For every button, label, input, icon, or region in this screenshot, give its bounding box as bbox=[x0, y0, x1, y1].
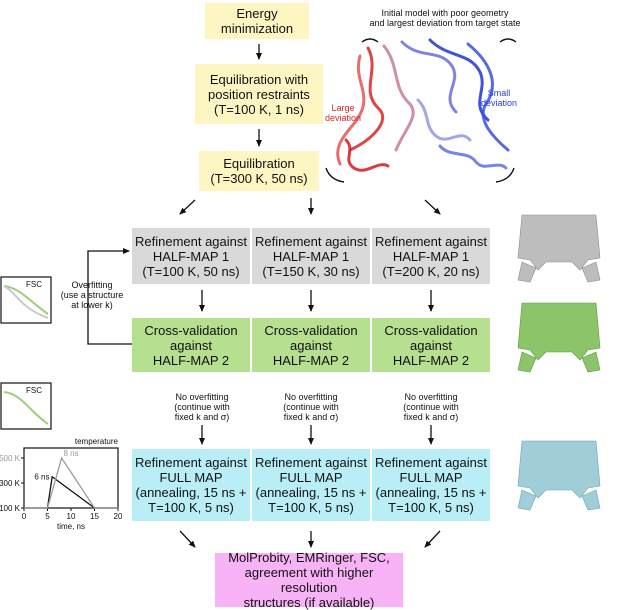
protein-ribbon bbox=[336, 38, 510, 172]
equilibration-box: Equilibration (T=300 K, 50 ns) bbox=[199, 151, 319, 191]
density-map-green bbox=[517, 302, 601, 373]
cross-validation-box-2: Cross-validation against HALF-MAP 2 bbox=[252, 318, 370, 372]
refine-half-map-box-3: Refinement against HALF-MAP 1 (T=200 K, … bbox=[372, 228, 490, 284]
final-validation-box: MolProbity, EMRinger, FSC, agreement wit… bbox=[215, 550, 403, 610]
deviation-bracket-br bbox=[495, 167, 515, 183]
refine-half-map-box-2: Refinement against HALF-MAP 1 (T=150 K, … bbox=[252, 228, 370, 284]
series-line-2 bbox=[24, 456, 118, 509]
label-8ns: 8 ns bbox=[63, 449, 78, 458]
refine-full-map-box-1: Refinement against FULL MAP (annealing, … bbox=[132, 449, 250, 521]
x-tick-label: 10 bbox=[67, 512, 76, 521]
refine-full-map-box-2: Refinement against FULL MAP (annealing, … bbox=[252, 449, 370, 521]
fsc-plot-no-overfit: FSC bbox=[0, 382, 52, 430]
chart-title: temperature bbox=[75, 437, 119, 446]
refine-half-map-box-1: Refinement against HALF-MAP 1 (T=100 K, … bbox=[132, 228, 250, 284]
overfitting-note: Overfitting (use a structure at lower k) bbox=[60, 280, 124, 310]
no-overfitting-note-2: No overfitting (continue with fixed k an… bbox=[283, 392, 339, 422]
no-overfitting-note-3: No overfitting (continue with fixed k an… bbox=[403, 392, 459, 422]
equilibration-restraints-box: Equilibration with position restraints (… bbox=[195, 64, 323, 124]
density-map-gray bbox=[517, 214, 601, 283]
label-6ns: 6 ns bbox=[34, 472, 49, 481]
overfitting-loop-arrow bbox=[87, 248, 132, 345]
arrow-c1-final bbox=[179, 530, 196, 548]
arrow-to-col1 bbox=[179, 199, 196, 215]
refine-full-map-box-3: Refinement against FULL MAP (annealing, … bbox=[372, 449, 490, 521]
small-deviation-label: Small deviation bbox=[480, 88, 518, 108]
y-tick-label: 300 K bbox=[0, 479, 21, 488]
fsc-label-2: FSC bbox=[26, 386, 42, 395]
fsc-plot-overfit: FSC bbox=[0, 276, 52, 324]
x-tick-label: 15 bbox=[90, 512, 99, 521]
cross-validation-box-1: Cross-validation against HALF-MAP 2 bbox=[132, 318, 250, 372]
x-tick-label: 5 bbox=[45, 512, 50, 521]
arrow-c3-final bbox=[424, 530, 441, 548]
large-deviation-label: Large deviation bbox=[324, 103, 362, 123]
temp-chart-frame bbox=[23, 447, 119, 509]
density-map-cyan bbox=[517, 440, 601, 511]
y-tick-label: 500 K bbox=[0, 454, 21, 463]
fsc-label-1: FSC bbox=[26, 280, 42, 289]
deviation-bracket-tl bbox=[361, 38, 379, 43]
arrow-to-col3 bbox=[424, 199, 441, 215]
deviation-bracket-bl bbox=[325, 167, 345, 183]
no-overfitting-note-1: No overfitting (continue with fixed k an… bbox=[174, 392, 230, 422]
x-tick-label: 20 bbox=[114, 512, 123, 521]
energy-minimization-box: Energy minimization bbox=[205, 3, 309, 39]
cross-validation-box-3: Cross-validation against HALF-MAP 2 bbox=[372, 318, 490, 372]
deviation-bracket-tr bbox=[499, 38, 517, 43]
x-tick-label: 0 bbox=[22, 512, 27, 521]
x-axis-label: time, ns bbox=[57, 522, 85, 531]
initial-model-note: Initial model with poor geometry and lar… bbox=[369, 8, 521, 28]
y-tick-label: 100 K bbox=[0, 504, 21, 513]
